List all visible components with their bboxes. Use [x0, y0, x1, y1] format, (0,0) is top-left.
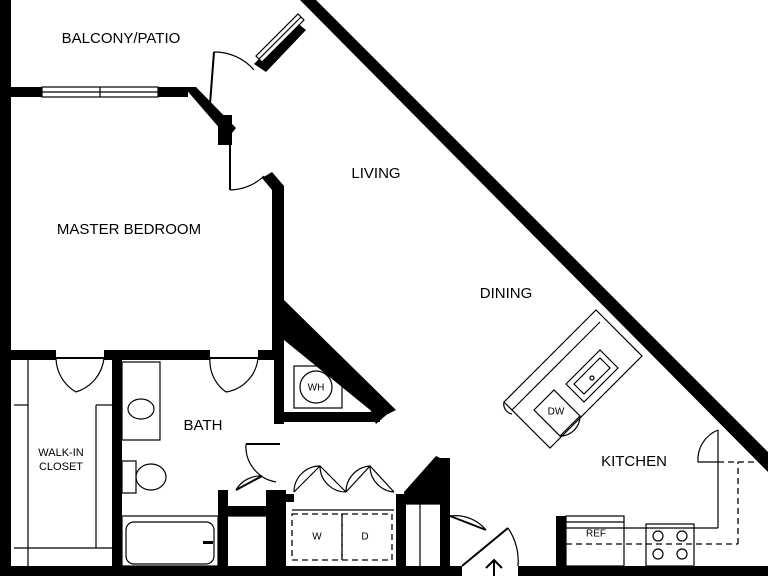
kitchen-peninsula: [503, 309, 643, 449]
wh-closet: [274, 300, 396, 424]
bedroom-bottom-wall: [0, 350, 284, 360]
laundry-doors[interactable]: [293, 465, 395, 493]
bedroom-door[interactable]: [229, 140, 265, 191]
coat-closet: [406, 458, 450, 566]
bath-fixtures: [121, 361, 276, 567]
closet-door[interactable]: [55, 357, 105, 393]
balcony-door[interactable]: [209, 51, 255, 105]
coat-closet-door[interactable]: [449, 515, 487, 531]
washer: [291, 513, 343, 561]
water-heater-label: WH: [308, 383, 325, 394]
bedroom-top-wall: [0, 86, 236, 138]
laundry: [276, 456, 448, 566]
refrigerator: [565, 515, 625, 567]
kitchen-sink: [565, 349, 619, 403]
walk-in-closet: [14, 350, 122, 566]
dryer: [341, 513, 393, 561]
closet-label-line2: CLOSET: [39, 461, 83, 473]
bath-entry-door[interactable]: [245, 443, 280, 483]
closet-label-line1: WALK-IN: [38, 447, 83, 459]
entry-arrow-icon: [485, 558, 503, 576]
bath-label: BATH: [184, 417, 223, 434]
dishwasher-label: DW: [548, 407, 565, 418]
kitchen-label: KITCHEN: [601, 453, 667, 470]
water-heater: [299, 370, 333, 404]
range: [645, 523, 695, 567]
dryer-label: D: [361, 532, 368, 543]
linen-door[interactable]: [235, 475, 263, 491]
dining-label: DINING: [480, 285, 533, 302]
refrigerator-label: REF: [586, 529, 606, 540]
master-bedroom-label: MASTER BEDROOM: [57, 221, 201, 238]
toilet: [135, 463, 167, 491]
kitchen-counter: [556, 429, 756, 567]
entry-door[interactable]: [461, 527, 519, 567]
washer-label: W: [312, 532, 322, 543]
bedroom-right-wall: [218, 115, 284, 352]
bath-door[interactable]: [209, 357, 259, 393]
sink: [127, 398, 155, 420]
balcony-window: [255, 13, 305, 63]
living-label: LIVING: [351, 165, 400, 182]
balcony-label: BALCONY/PATIO: [62, 30, 181, 47]
